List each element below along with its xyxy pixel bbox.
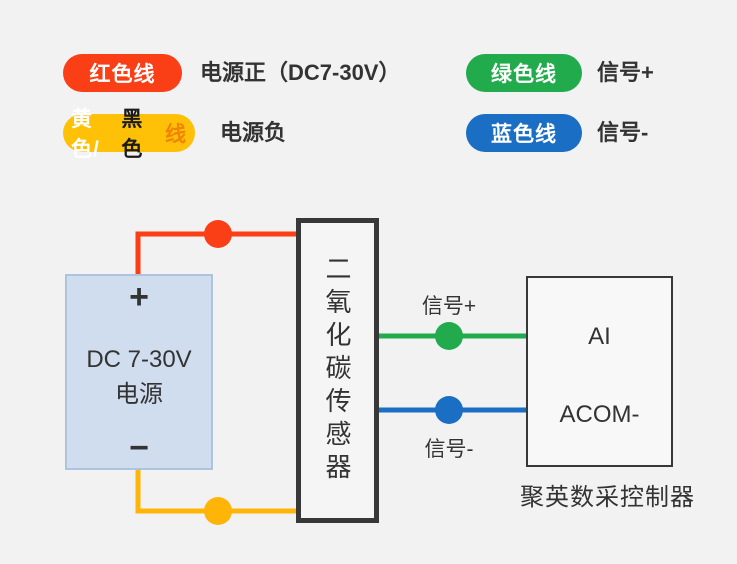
power-supply-name: DC 7-30V 电源 <box>67 342 211 412</box>
legend-text-power-negative: 电源负 <box>220 120 287 145</box>
legend-pill-red-wire: 红色线 <box>63 54 182 92</box>
legend-pill-green-wire: 绿色线 <box>466 54 582 92</box>
power-negative-junction-dot <box>204 497 232 525</box>
co2-sensor-box: 二氧化碳传感器 <box>296 218 379 523</box>
power-positive-wire <box>135 231 298 276</box>
power-minus-terminal: − <box>129 429 149 467</box>
power-negative-wire <box>135 469 298 514</box>
power-supply-name-line2: 电源 <box>115 381 163 408</box>
power-supply-box: + DC 7-30V 电源 − <box>65 274 213 470</box>
legend-pill-segment-yellow: 黄色/ <box>71 108 100 161</box>
wire-label-signal-minus: 信号- <box>424 438 474 461</box>
signal-plus-junction-dot <box>435 322 463 350</box>
wire-label-signal-plus: 信号+ <box>421 295 477 318</box>
controller-terminal-acom: ACOM- <box>559 401 640 428</box>
legend-pill-segment-wire: 线 <box>165 123 187 146</box>
legend-pill-segment-black: 黑色 <box>121 108 144 161</box>
power-plus-terminal: + <box>129 278 149 316</box>
legend-text-signal-minus: 信号- <box>597 120 649 145</box>
co2-sensor-label: 二氧化碳传感器 <box>322 255 352 486</box>
legend-pill-blue-wire: 蓝色线 <box>466 114 582 152</box>
legend-pill-blue-label: 蓝色线 <box>491 123 557 146</box>
legend-text-power-positive: 电源正（DC7-30V） <box>200 60 401 85</box>
legend-text-signal-plus: 信号+ <box>597 60 654 85</box>
power-positive-junction-dot <box>204 220 232 248</box>
controller-terminal-ai: AI <box>588 323 611 350</box>
legend-pill-green-label: 绿色线 <box>491 63 557 86</box>
legend-pill-yellow-black-wire: 黄色/黑色线 <box>63 108 195 161</box>
power-supply-name-line1: DC 7-30V <box>86 346 192 373</box>
signal-minus-junction-dot <box>435 396 463 424</box>
controller-box: AI ACOM- <box>526 276 673 467</box>
legend-pill-red-label: 红色线 <box>89 63 156 86</box>
controller-caption: 聚英数采控制器 <box>520 484 695 511</box>
